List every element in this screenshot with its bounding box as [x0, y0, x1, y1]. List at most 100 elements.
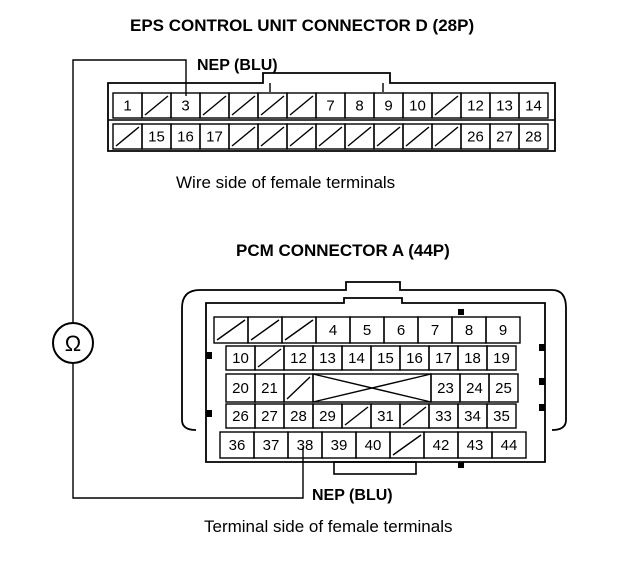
terminal-12: 12	[283, 345, 314, 371]
terminal-number: 17	[435, 350, 452, 367]
terminal-number: 3	[181, 98, 189, 115]
terminal-number: 8	[355, 98, 363, 115]
terminal-4: 4	[315, 316, 351, 344]
unused-cavity	[315, 123, 346, 150]
unused-cavity	[141, 92, 172, 119]
terminal-5: 5	[349, 316, 385, 344]
cavity-border	[488, 373, 519, 403]
unused-cavity	[257, 123, 288, 150]
pcm-body	[205, 297, 546, 463]
lead-to-eps-terminal-3	[72, 59, 187, 323]
slash-mark	[115, 126, 140, 147]
retainer-mark	[539, 378, 545, 385]
terminal-number: 43	[467, 437, 484, 454]
pcm-bottom-key	[333, 461, 417, 475]
slash-mark	[344, 406, 369, 426]
terminal-number: 20	[232, 380, 249, 397]
terminal-17: 17	[428, 345, 459, 371]
slash-mark	[284, 319, 314, 341]
slash-mark	[216, 319, 246, 341]
blank-cavity-block	[312, 373, 432, 403]
terminal-number: 5	[363, 322, 371, 339]
terminal-13: 13	[489, 92, 520, 119]
terminal-number: 16	[406, 350, 423, 367]
eps-housing	[107, 72, 556, 152]
unused-cavity	[283, 373, 314, 403]
terminal-number: 36	[229, 437, 246, 454]
terminal-25: 25	[488, 373, 519, 403]
terminal-9: 9	[485, 316, 521, 344]
terminal-number: 18	[464, 350, 481, 367]
slash-mark	[289, 95, 314, 116]
unused-cavity	[399, 403, 430, 429]
unused-cavity	[344, 123, 375, 150]
slash-mark	[347, 126, 372, 147]
slash-mark	[286, 376, 311, 400]
terminal-number: 39	[331, 437, 348, 454]
retainer-mark	[539, 404, 545, 411]
terminal-43: 43	[457, 431, 493, 459]
ohmmeter-icon: Ω	[52, 322, 94, 364]
unused-cavity	[112, 123, 143, 150]
terminal-7: 7	[417, 316, 453, 344]
terminal-9: 9	[373, 92, 404, 119]
terminal-13: 13	[312, 345, 343, 371]
terminal-number: 19	[493, 350, 510, 367]
unused-cavity	[247, 316, 283, 344]
unused-cavity	[389, 431, 425, 459]
terminal-27: 27	[489, 123, 520, 150]
pcm-shroud-top	[200, 281, 567, 431]
terminal-12: 12	[460, 92, 491, 119]
pcm-wire-label: NEP (BLU)	[312, 487, 393, 504]
pcm-shroud-left	[181, 289, 201, 431]
terminal-number: 37	[263, 437, 280, 454]
terminal-number: 15	[148, 129, 165, 146]
terminal-6: 6	[383, 316, 419, 344]
terminal-28: 28	[283, 403, 314, 429]
terminal-number: 8	[465, 322, 473, 339]
slash-mark	[289, 126, 314, 147]
slash-mark	[402, 406, 427, 426]
unused-cavity	[257, 92, 288, 119]
slash-mark	[260, 95, 285, 116]
unused-cavity	[199, 92, 230, 119]
unused-cavity	[341, 403, 372, 429]
terminal-number: 42	[433, 437, 450, 454]
terminal-number: 44	[501, 437, 518, 454]
retainer-mark	[458, 462, 464, 468]
terminal-number: 25	[495, 380, 512, 397]
terminal-16: 16	[170, 123, 201, 150]
terminal-number: 27	[261, 408, 278, 425]
terminal-number: 1	[123, 98, 131, 115]
slash-mark	[392, 434, 422, 456]
terminal-36: 36	[219, 431, 255, 459]
eps-connector-title: EPS CONTROL UNIT CONNECTOR D (28P)	[130, 16, 474, 35]
unused-cavity	[373, 123, 404, 150]
terminal-15: 15	[141, 123, 172, 150]
eps-connector-caption: Wire side of female terminals	[176, 173, 395, 192]
unused-cavity	[213, 316, 249, 344]
test-lead-wires	[72, 59, 304, 499]
terminal-29: 29	[312, 403, 343, 429]
terminal-37: 37	[253, 431, 289, 459]
terminal-28: 28	[518, 123, 549, 150]
terminal-number: 14	[525, 98, 542, 115]
terminal-21: 21	[254, 373, 285, 403]
cavity-border	[491, 431, 527, 459]
terminal-40: 40	[355, 431, 391, 459]
terminal-number: 7	[431, 322, 439, 339]
terminal-number: 9	[384, 98, 392, 115]
retainer-mark	[206, 410, 212, 417]
slash-mark	[260, 126, 285, 147]
terminal-number: 28	[525, 129, 542, 146]
terminal-number: 26	[467, 129, 484, 146]
cavity-border	[518, 123, 549, 150]
terminal-number: 38	[297, 437, 314, 454]
terminal-17: 17	[199, 123, 230, 150]
terminal-number: 13	[496, 98, 513, 115]
terminal-8: 8	[451, 316, 487, 344]
terminal-7: 7	[315, 92, 346, 119]
